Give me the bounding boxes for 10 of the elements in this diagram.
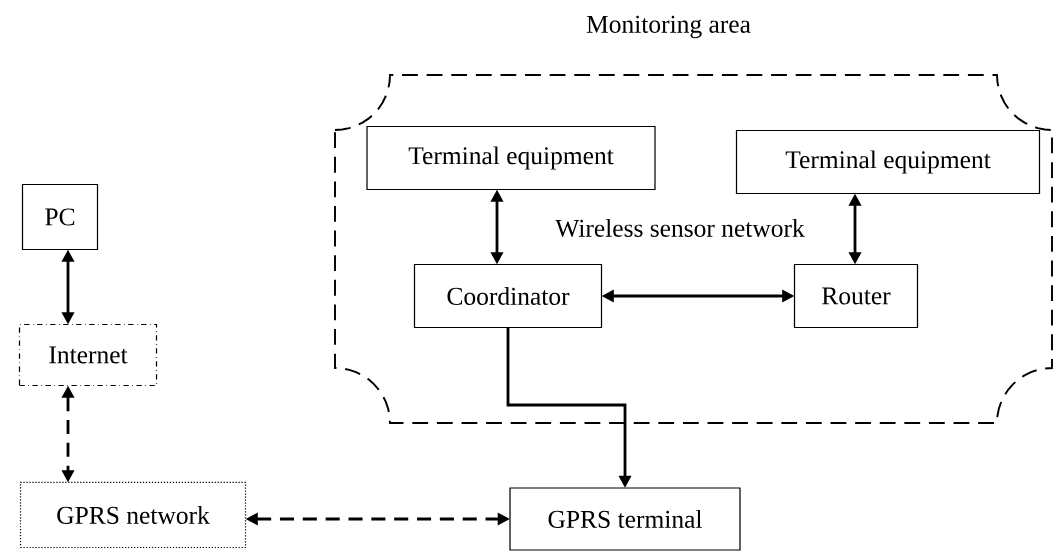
box: Coordinator (413, 263, 603, 329)
box: Terminal equipment (366, 125, 656, 191)
box: Terminal equipment (735, 129, 1041, 195)
box: GPRS network (19, 481, 247, 549)
network-label: Wireless sensor network (555, 218, 805, 238)
box: GPRS terminal (509, 487, 741, 551)
box: PC (21, 183, 99, 251)
node-label: Monitoring area (586, 15, 751, 39)
box: Router (793, 263, 919, 329)
box: Internet (18, 323, 158, 387)
